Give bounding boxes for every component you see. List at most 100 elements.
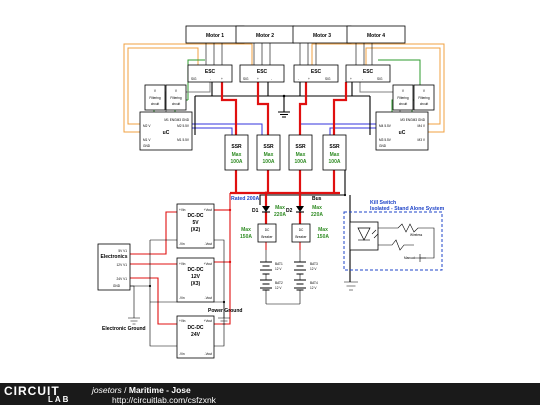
uc-left-label: uC: [163, 130, 170, 136]
esc-3-neg: -: [298, 77, 299, 81]
electronics-label: Electronics: [101, 254, 128, 260]
footer-author[interactable]: josetors: [92, 385, 122, 395]
breaker-2: DC Breaker Max 150A: [291, 223, 329, 243]
ssr-3-rating: 100A: [295, 159, 307, 165]
filter-2-line2: Filtering: [170, 96, 182, 100]
battery-1-voltage: 12 V: [275, 267, 282, 271]
logo-circuit-text: CIRCUIT: [4, 384, 60, 398]
dcdc-12v-line3: (X3): [191, 281, 201, 287]
electronic-ground-label: Electronic Ground: [102, 326, 146, 332]
esc-2-label: ESC: [257, 69, 268, 75]
dcdc-12v-line1: DC-DC: [187, 267, 203, 273]
ssr-4-label: SSR: [329, 144, 340, 150]
ssr-3: SSR Max 100A: [288, 134, 313, 171]
breaker-1: DC Breaker Max 150A: [240, 223, 277, 243]
electronics-pin-3: 24V V1: [117, 277, 128, 281]
motor-4-label: Motor 4: [367, 33, 385, 39]
battery-2-voltage: 12 V: [275, 286, 282, 290]
uc-right: M3 ENGM3 GND M4 5.5V M4 V uC M3 5.5V M3 …: [375, 111, 429, 151]
ssr-1-rating: 100A: [231, 159, 243, 165]
dcdc-5v-line2: 5V: [192, 220, 199, 226]
dcdc-12v: DC-DC 12V (X3) +Vin +Vout -Vin -Vout: [176, 257, 215, 303]
uc-left-pin-5: M1 5.5V: [177, 138, 190, 142]
breaker-1-line2: Breaker: [261, 235, 273, 239]
esc-1-label: ESC: [205, 69, 216, 75]
motor-1: Motor 1: [185, 25, 245, 44]
kill-switch: Kill Switch Isolated - Stand Alone Syste…: [343, 200, 445, 271]
ssr-2-label: SSR: [263, 144, 274, 150]
dcdc-24v-line2: 24V: [191, 332, 201, 338]
electronic-ground-icon: [128, 317, 140, 325]
esc-3: ESC - + SIG: [293, 64, 339, 83]
esc-3-sig: SIG: [325, 77, 331, 81]
filter-3-line2: Filtering: [397, 96, 409, 100]
esc-4-neg: -: [362, 77, 363, 81]
kill-switch-manual: Manual: [404, 256, 415, 260]
filter-1-line2: Filtering: [149, 96, 161, 100]
battery-4: BAT4 12 V: [294, 279, 318, 291]
diode-d2-name: D2: [286, 208, 293, 214]
diode-d1-max: Max: [275, 205, 285, 211]
diode-d1: D1 Max 220A: [252, 205, 286, 218]
kill-switch-subtitle: Isolated - Stand Alone System: [370, 206, 445, 212]
power-ground-label: Power Ground: [208, 308, 242, 314]
bus-label: Bus: [312, 196, 322, 202]
motor-3: Motor 3: [292, 25, 352, 44]
dcdc-24v-pin-1: +Vin: [179, 319, 186, 323]
battery-3: BAT3 12 V: [294, 261, 318, 275]
motor-4: Motor 4: [346, 25, 406, 44]
dcdc-5v-pin-2: +Vout: [204, 208, 212, 212]
filter-4: V Filtering circuit: [413, 84, 435, 111]
kill-switch-title: Kill Switch: [370, 200, 396, 206]
schematic-diagram: Motor 1 Motor 2 Motor 3 Motor 4 ESC SIG …: [97, 25, 445, 359]
breaker-2-line2: Breaker: [295, 235, 307, 239]
esc-2-pos: +: [257, 77, 259, 81]
breaker-1-max: Max: [241, 227, 251, 233]
ssr-1-max: Max: [232, 152, 242, 158]
filter-1-line3: circuit: [151, 102, 159, 106]
power-supply-wires: [130, 211, 225, 347]
dcdc-12v-pin-2: +Vout: [204, 262, 212, 266]
uc-right-pin-5: M3 V: [418, 138, 426, 142]
motor-3-label: Motor 3: [313, 33, 331, 39]
breaker-2-line1: DC: [299, 228, 304, 232]
breaker-1-rating: 150A: [240, 234, 252, 240]
uc-right-pin-1: M3 ENGM3 GND: [400, 118, 425, 122]
electronics-pin-2: 12V V1: [117, 263, 128, 267]
footer-bar: CIRCUIT LAB josetors / Maritime - Jose h…: [0, 383, 540, 405]
uc-left-pin-3: M2 5.5V: [177, 124, 190, 128]
filter-1: V Filtering circuit: [144, 84, 166, 111]
breaker-1-line1: DC: [265, 228, 270, 232]
battery-4-voltage: 12 V: [310, 286, 317, 290]
uc-left-pin-1: M1 ENGM3 GND: [164, 118, 189, 122]
ssr-2-rating: 100A: [263, 159, 275, 165]
kill-switch-ground-icon: [344, 281, 358, 291]
dcdc-24v-pin-3: -Vin: [179, 352, 185, 356]
ssr-1: SSR Max 100A: [224, 134, 249, 171]
dcdc-5v: DC-DC 5V (X2) +Vin +Vout -Vin -Vout: [176, 203, 215, 249]
diode-d2: D2 Max 220A: [286, 205, 323, 218]
battery-wires: [265, 250, 301, 305]
kill-switch-wireless: Wireless: [410, 233, 423, 237]
ssr-4: SSR Max 100A: [322, 134, 347, 171]
footer-circuit-title[interactable]: Maritime - Jose: [128, 385, 191, 395]
filter-2: V Filtering circuit: [165, 84, 187, 111]
battery-1-name: BAT1: [275, 262, 283, 266]
footer-url[interactable]: http://circuitlab.com/csfzxnk: [112, 395, 216, 405]
footer-title: josetors / Maritime - Jose: [92, 385, 191, 395]
electronics-pin-1: 5V V1: [118, 249, 127, 253]
filter-1-line1: V: [154, 89, 157, 93]
esc-3-label: ESC: [311, 69, 322, 75]
breaker-2-max: Max: [318, 227, 328, 233]
filter-4-line1: V: [423, 89, 426, 93]
filter-4-line3: circuit: [420, 102, 428, 106]
uc-left: M1 ENGM3 GND M2 V M2 5.5V uC M1 V M1 5.5…: [139, 111, 193, 151]
filter-3-line1: V: [402, 89, 405, 93]
uc-right-pin-2: M4 5.5V: [379, 124, 392, 128]
esc-2-sig: SIG: [243, 77, 249, 81]
battery-3-name: BAT3: [310, 262, 318, 266]
ground-rail: [194, 82, 371, 282]
circuitlab-logo[interactable]: CIRCUIT LAB: [4, 384, 90, 404]
footer-separator: /: [121, 385, 129, 395]
esc-4: ESC + - SIG: [345, 64, 391, 83]
